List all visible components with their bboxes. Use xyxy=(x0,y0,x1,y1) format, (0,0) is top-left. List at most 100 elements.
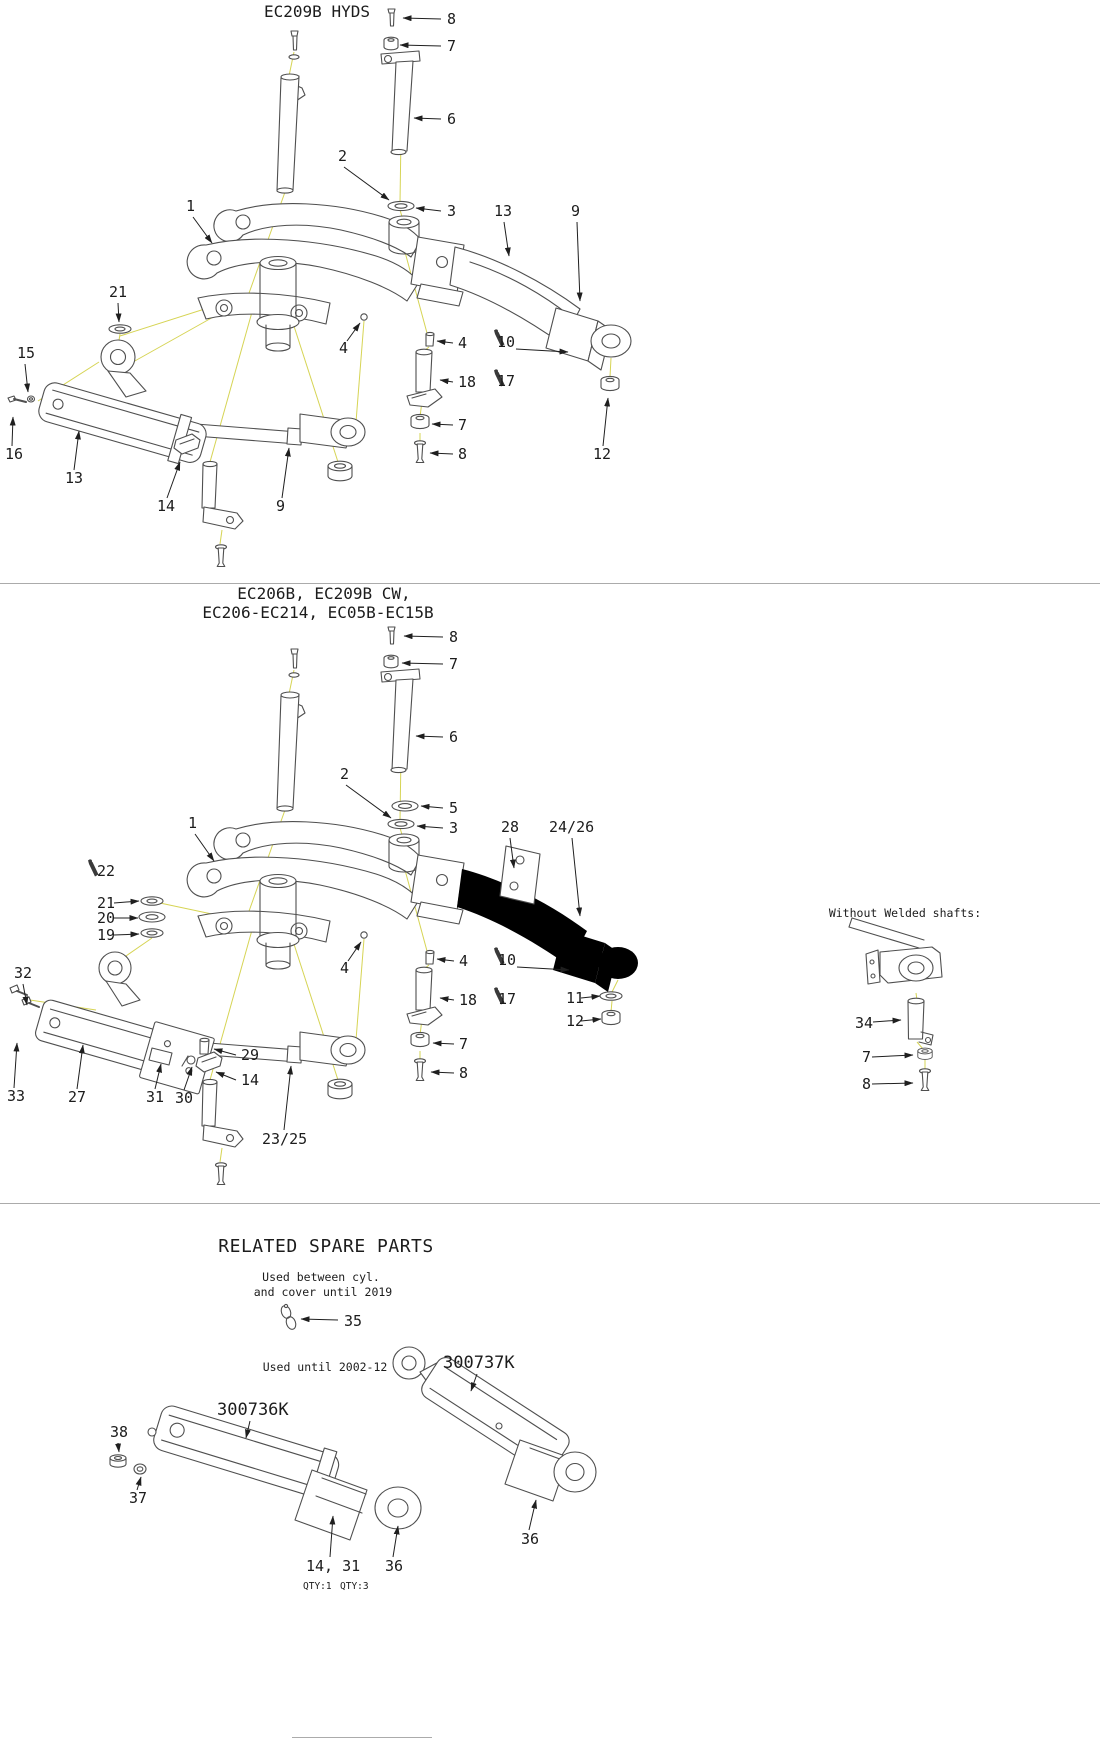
hydraulic-cylinder-13 xyxy=(38,339,207,465)
leader-line xyxy=(113,898,140,905)
part-callout-22: 22 xyxy=(97,862,115,880)
part-callout-2: 2 xyxy=(340,765,349,783)
stabilizer-arm xyxy=(449,246,632,371)
nut-7-sub xyxy=(917,1047,933,1060)
fitting-30 xyxy=(181,1055,196,1067)
section3-title: RELATED SPARE PARTS xyxy=(218,1236,433,1257)
part-callout-32: 32 xyxy=(14,964,32,982)
section1-title: EC209B HYDS xyxy=(264,2,370,21)
qty-label: QTY:1 xyxy=(303,1581,332,1592)
washer-19 xyxy=(140,928,164,938)
small-pin-4 xyxy=(360,313,435,347)
leader-line xyxy=(602,397,611,447)
leader-line xyxy=(135,1476,142,1491)
part-callout-10: 10 xyxy=(498,951,516,969)
part-callout-11: 11 xyxy=(566,989,584,1007)
leader-line xyxy=(281,447,291,499)
fork-link-14b xyxy=(195,1051,223,1073)
part-callout-6: 6 xyxy=(447,110,456,128)
cylinder-300736K xyxy=(147,1405,422,1541)
leader-line xyxy=(115,1442,122,1453)
part-code-300737K: 300737K xyxy=(443,1353,515,1373)
part-callout-10: 10 xyxy=(497,333,515,351)
leader-line xyxy=(283,1065,294,1131)
leader-line xyxy=(432,1040,455,1047)
leader-line xyxy=(399,42,442,49)
leader-line xyxy=(401,660,444,667)
part-callout-18: 18 xyxy=(459,991,477,1009)
leader-line xyxy=(413,115,442,122)
leader-line xyxy=(115,302,122,323)
leader-line xyxy=(13,1042,20,1089)
part-callout-8: 8 xyxy=(862,1075,871,1093)
washer-21b xyxy=(140,896,164,906)
leader-line xyxy=(9,416,16,447)
chain-link-35 xyxy=(280,1303,297,1330)
part-callout-5: 5 xyxy=(449,799,458,817)
part-callout-7: 7 xyxy=(458,416,467,434)
leader-line xyxy=(194,833,215,862)
leader-line xyxy=(415,206,442,212)
leader-line xyxy=(392,1525,400,1558)
leader-lines-layer xyxy=(9,15,914,1558)
part-callout-17: 17 xyxy=(498,990,516,1008)
leader-line xyxy=(431,421,454,428)
part-callout-7: 7 xyxy=(862,1048,871,1066)
leader-line xyxy=(76,1044,85,1090)
without-welded-shafts-label: Without Welded shafts: xyxy=(829,906,981,920)
part-callout-14-31: 14, 31 xyxy=(306,1557,360,1575)
ring-20 xyxy=(138,911,166,923)
washer-21 xyxy=(108,324,132,334)
part-callout-30: 30 xyxy=(175,1089,193,1107)
leader-line xyxy=(343,166,390,201)
section3-parts xyxy=(109,1303,597,1541)
part-callout-19: 19 xyxy=(97,926,115,944)
section2-title-line1: EC206B, EC209B CW, xyxy=(237,584,410,603)
pivot-pin-18 xyxy=(406,348,443,408)
link-pin-9-lower xyxy=(201,460,244,530)
part-callout-4: 4 xyxy=(458,334,467,352)
leader-line xyxy=(183,1066,193,1091)
plate-31 xyxy=(148,1047,173,1066)
part-callout-34: 34 xyxy=(855,1014,873,1032)
nut-38 xyxy=(109,1454,127,1468)
part-callout-29: 29 xyxy=(241,1046,259,1064)
leader-line xyxy=(245,1420,251,1439)
leader-line xyxy=(515,348,569,355)
leader-line xyxy=(215,1071,237,1081)
leader-line xyxy=(528,1499,537,1531)
qty-label: QTY:3 xyxy=(340,1581,369,1592)
part-callout-9: 9 xyxy=(276,497,285,515)
bolt-lower xyxy=(214,544,228,568)
leader-line xyxy=(166,461,181,499)
leader-line xyxy=(470,1373,478,1392)
cylinder-300737K xyxy=(392,1346,597,1502)
part-callout-16: 16 xyxy=(5,445,23,463)
part-callout-18: 18 xyxy=(458,373,476,391)
pin-29 xyxy=(199,1037,210,1055)
leader-line xyxy=(420,803,444,810)
part-callout-15: 15 xyxy=(17,344,35,362)
bolt-8 xyxy=(413,440,427,464)
part-callout-31: 31 xyxy=(146,1088,164,1106)
leader-line xyxy=(403,633,444,640)
leader-line xyxy=(402,15,442,22)
note-used-between-line1: Used between cyl. xyxy=(262,1270,380,1284)
leader-line xyxy=(429,450,454,457)
section2-title-line2: EC206-EC214, EC05B-EC15B xyxy=(202,603,433,622)
part-callout-17: 17 xyxy=(497,372,515,390)
leader-line xyxy=(436,957,455,963)
part-callout-1: 1 xyxy=(186,197,195,215)
part-callout-8: 8 xyxy=(458,445,467,463)
part-callout-37: 37 xyxy=(129,1489,147,1507)
part-callout-4: 4 xyxy=(339,339,348,357)
leader-line xyxy=(300,1316,339,1323)
leader-line xyxy=(503,221,511,257)
leader-line xyxy=(113,931,140,938)
without-welded-shaft-subassembly xyxy=(848,917,943,1092)
section2-parts xyxy=(9,800,943,1095)
leader-line xyxy=(415,733,444,740)
part-callout-7: 7 xyxy=(459,1035,468,1053)
